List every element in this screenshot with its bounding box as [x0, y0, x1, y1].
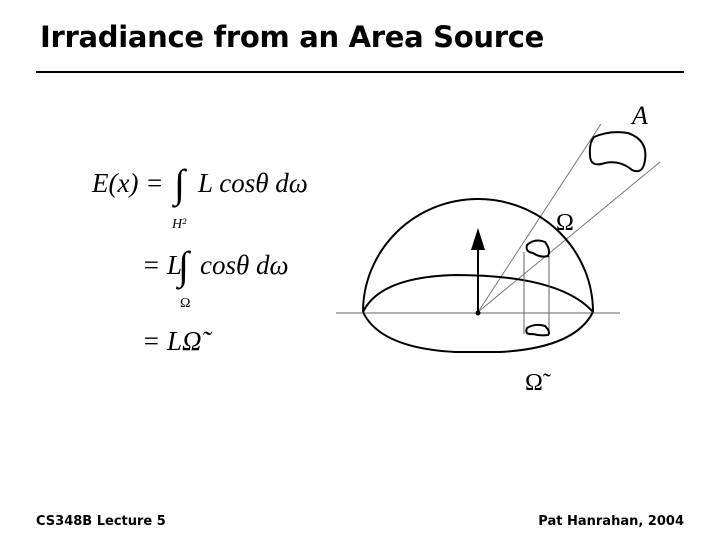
eq2-rhs: cosθ dω — [200, 250, 289, 280]
area-source-blob — [588, 131, 647, 173]
footer-course: CS348B Lecture 5 — [36, 514, 166, 529]
footer-author: Pat Hanrahan, 2004 — [538, 514, 684, 529]
base-ellipse-front — [362, 311, 594, 353]
arrow-head-icon — [471, 228, 485, 250]
label-projected-solid-angle: Ω̃ — [525, 370, 551, 396]
ray-1 — [477, 123, 602, 313]
eq1-rhs: L cosθ dω — [198, 168, 308, 198]
eq3: = LΩ̃ — [142, 326, 202, 356]
eq2-lhs: = L — [142, 250, 182, 280]
title-rule — [36, 71, 684, 73]
eq1-subscript: H² — [172, 217, 187, 232]
base-ellipse-back — [362, 273, 594, 313]
solid-angle-blob — [525, 239, 550, 258]
eq1-lhs: E(x) = — [92, 168, 164, 198]
projected-blob — [525, 323, 550, 337]
integral-sign-2: ∫ — [178, 243, 189, 288]
label-area: A — [630, 101, 648, 130]
hemisphere-dome — [362, 198, 594, 313]
ray-2 — [477, 161, 661, 313]
origin-point — [475, 310, 481, 316]
label-solid-angle: Ω — [556, 210, 574, 236]
slide-title: Irradiance from an Area Source — [40, 20, 544, 54]
eq2-subscript: Ω — [180, 296, 191, 311]
integral-sign-1: ∫ — [174, 161, 185, 206]
